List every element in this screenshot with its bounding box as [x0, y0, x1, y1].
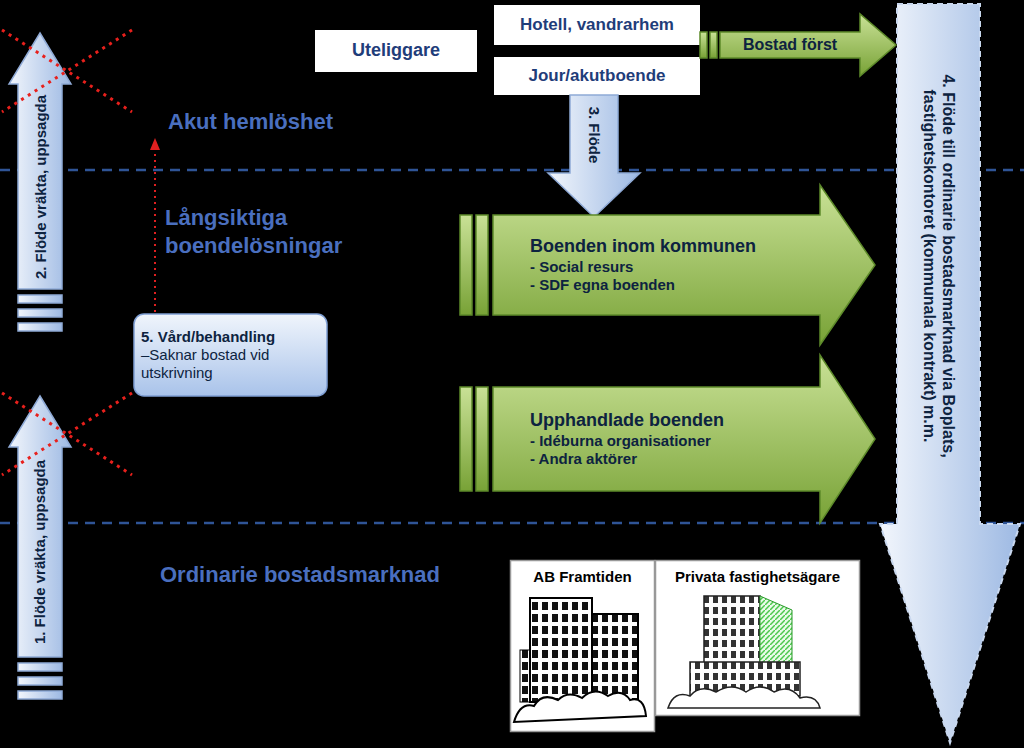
status-box: Uteliggare [315, 30, 477, 72]
flow-arrow: 3. Flöde [548, 95, 640, 217]
node-title: Privata fastighetsägare [672, 568, 843, 586]
shape-part [460, 215, 472, 315]
node-text: - Andra aktörer [530, 450, 637, 468]
dashed-divider [0, 169, 1024, 172]
text-holder: Uteliggare [321, 30, 471, 72]
shape-part [511, 561, 655, 732]
arrow-head [150, 138, 160, 150]
care-box: 5. Vård/behandling–Saknar bostad vid uts… [133, 313, 328, 397]
flow-arrow: Bostad först [700, 14, 896, 76]
section-label: Akut hemlöshet [168, 108, 428, 136]
text-holder: AB Framtiden [514, 564, 651, 590]
dotted-arrow [154, 148, 156, 312]
node-title: Boenden inom kommunen [530, 236, 756, 258]
shape-part [18, 691, 62, 699]
shape-part [18, 663, 62, 671]
node-title: 2. Flöde vräkta, uppsagda [31, 94, 49, 278]
shape-outline [720, 14, 896, 76]
node-title: 4. Flöde till ordinarie bostadsmarknad v… [919, 16, 957, 516]
node-shape [460, 185, 875, 345]
shape-part [656, 561, 860, 716]
shape-part [476, 215, 488, 315]
shape-outline [880, 4, 1020, 743]
building-illustration [510, 560, 860, 732]
node-text: –Saknar bostad vid utskrivning [141, 346, 320, 382]
node-title: Hotell, vandrarhem [520, 15, 674, 35]
flow-arrow: 4. Flöde till ordinarie bostadsmarknad v… [880, 4, 1020, 744]
node-title: 1. Flöde vräkta, uppsagda [31, 460, 49, 644]
node-title: 3. Flöde [585, 107, 603, 164]
shape-outline [493, 185, 875, 345]
shape-part [18, 677, 62, 685]
section-label-box: Ordinarie bostadsmarknad [160, 561, 480, 589]
dashed-divider [0, 522, 1024, 525]
text-holder: Jour/akutboende [500, 57, 694, 95]
node-title: Uteliggare [352, 40, 440, 62]
node-title: Bostad först [743, 35, 837, 54]
text-holder: Bostad först [722, 32, 858, 58]
text-holder: Hotell, vandrarhem [500, 5, 694, 45]
node-title: Upphandlade boenden [530, 410, 724, 432]
node-title: AB Framtiden [530, 568, 634, 586]
shape-part [476, 387, 488, 491]
housing-arrow: Upphandlade boenden- Idéburna organisati… [460, 355, 875, 523]
flow-arrow: 1. Flöde vräkta, uppsagda [8, 395, 72, 705]
text-holder: 4. Flöde till ordinarie bostadsmarknad v… [899, 16, 979, 516]
node-title: 5. Vård/behandling [141, 328, 275, 346]
housing-arrow: Boenden inom kommunen- Social resurs- SD… [460, 185, 875, 345]
section-label: Långsiktiga boendelösningar [165, 204, 400, 259]
node-text: - Idéburna organisationer [530, 432, 711, 450]
shape-part [460, 387, 472, 491]
landlord-box: AB Framtiden [510, 560, 655, 732]
shape-outline [493, 355, 875, 523]
shape-part [700, 32, 707, 58]
text-holder: 2. Flöde vräkta, uppsagda [18, 87, 62, 286]
status-box: Jour/akutboende [494, 57, 700, 95]
text-holder: Privata fastighetsägare [659, 564, 856, 590]
node-text: - Social resurs [530, 258, 633, 276]
text-holder: Upphandlade boenden- Idéburna organisati… [530, 391, 815, 487]
shape-part [315, 30, 477, 72]
text-holder: 5. Vård/behandling–Saknar bostad vid uts… [141, 318, 320, 392]
shape-part [18, 295, 62, 303]
shape-part [18, 323, 62, 331]
shape-outline [9, 396, 71, 657]
node-text: - SDF egna boenden [530, 276, 675, 294]
section-label: Ordinarie bostadsmarknad [160, 561, 480, 589]
section-label-box: Långsiktiga boendelösningar [165, 204, 400, 259]
red-cross [2, 393, 132, 475]
section-label-box: Akut hemlöshet [168, 108, 428, 136]
shape-part [134, 314, 327, 396]
text-holder: 3. Flöde [571, 95, 617, 175]
landlord-box: Privata fastighetsägare [655, 560, 860, 716]
shape-part [494, 57, 700, 95]
shape-part [18, 309, 62, 317]
node-title: Jour/akutboende [529, 66, 666, 86]
shape-part [710, 32, 717, 58]
text-holder: 1. Flöde vräkta, uppsagda [18, 450, 62, 654]
flow-arrow: 2. Flöde vräkta, uppsagda [8, 32, 72, 337]
status-box: Hotell, vandrarhem [494, 5, 700, 45]
shape-outline [9, 33, 71, 289]
text-holder: Boenden inom kommunen- Social resurs- SD… [530, 219, 815, 311]
red-cross [2, 30, 132, 112]
shape-outline [548, 95, 640, 217]
shape-part [494, 5, 700, 45]
